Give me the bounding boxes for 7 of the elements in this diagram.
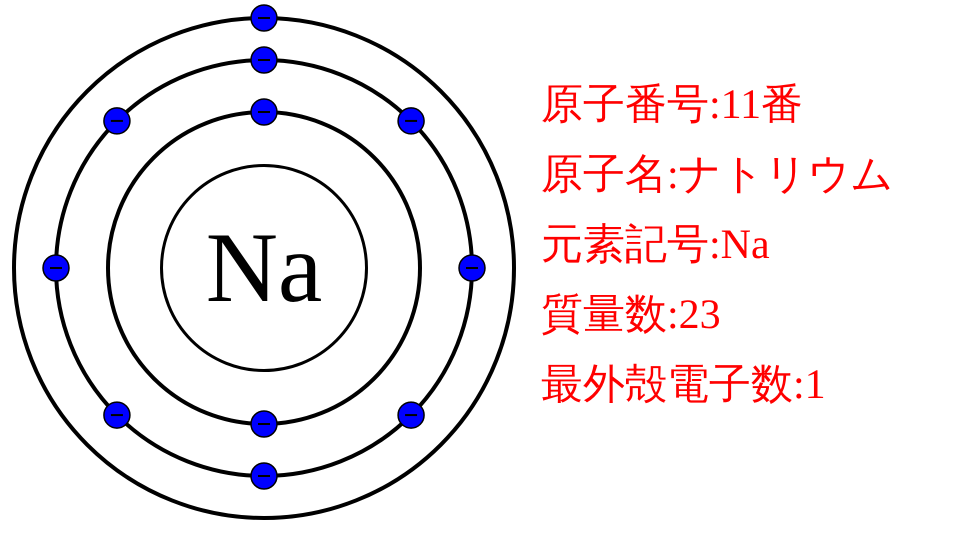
- info-text: 原子名:ナトリウム: [541, 152, 894, 198]
- element-symbol: Na: [206, 218, 322, 318]
- nucleus-circle: [160, 164, 368, 372]
- info-text: 最外殻電子数:1: [541, 362, 826, 408]
- info-text: 原子番号:11番: [541, 82, 804, 128]
- info-text: 元素記号:Na: [541, 222, 770, 268]
- info-text: 質量数:23: [541, 292, 721, 338]
